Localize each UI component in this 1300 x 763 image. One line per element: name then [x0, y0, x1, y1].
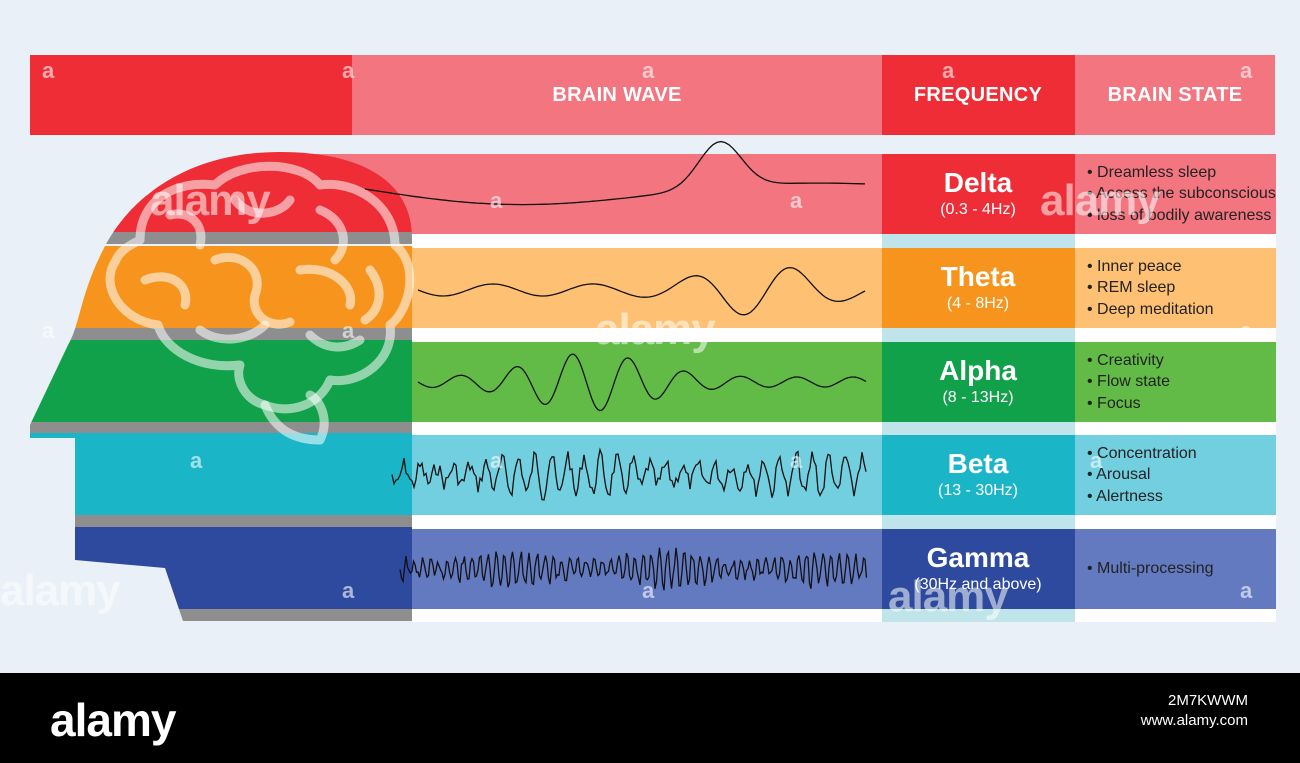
watermark-letter: a — [1240, 578, 1253, 603]
watermark-letter: a — [1090, 448, 1103, 473]
watermark-letter: a — [642, 58, 655, 83]
watermark-letter: a — [490, 188, 503, 213]
wave-name: Delta — [943, 167, 1013, 198]
infographic-artwork — [30, 55, 1276, 622]
brain-outline-icon — [105, 161, 415, 445]
state-bar-gamma — [1075, 529, 1276, 609]
watermark-letter: a — [342, 318, 355, 343]
state-bar-alpha — [1075, 342, 1276, 422]
frequency-gamma: Gamma (30Hz and above) — [882, 529, 1074, 609]
state-item: • loss of bodily awareness — [1087, 206, 1272, 224]
brain-state-alpha: • Creativity • Flow state • Focus — [1075, 342, 1275, 422]
state-bar-delta — [1075, 154, 1276, 234]
wave-trace-delta — [364, 140, 866, 206]
head-band-beta — [30, 433, 412, 515]
wave-name: Gamma — [926, 542, 1030, 573]
state-item: • Deep meditation — [1087, 300, 1214, 318]
header-brain-wave: BRAIN WAVE — [552, 83, 682, 106]
frequency-bar-alpha — [882, 342, 1075, 422]
state-bar-beta — [1075, 435, 1276, 515]
state-item: • Arousal — [1087, 466, 1151, 484]
wave-range: (4 - 8Hz) — [946, 295, 1010, 312]
wave-trace-gamma — [399, 547, 868, 591]
header-left-bar — [30, 55, 352, 135]
frequency-beta: Beta (13 - 30Hz) — [882, 435, 1074, 515]
state-item: • Multi-processing — [1087, 560, 1214, 578]
header-state-bar — [1075, 55, 1275, 135]
frequency-theta: Theta (4 - 8Hz) — [882, 248, 1074, 328]
watermark-letter: a — [490, 448, 503, 473]
state-item: • Focus — [1087, 394, 1141, 412]
watermark-letter: a — [342, 58, 355, 83]
watermark: alamy — [0, 566, 121, 615]
frequency-delta: Delta (0.3 - 4Hz) — [882, 154, 1074, 234]
brain-state-beta: • Concentration • Arousal • Alertness — [1075, 435, 1275, 515]
watermark-letter: a — [790, 448, 803, 473]
wave-trace-beta — [391, 447, 867, 501]
head-band-separator — [30, 422, 412, 434]
watermark-letter: a — [342, 578, 355, 603]
state-bar-theta — [1075, 248, 1276, 328]
wave-traces — [364, 140, 868, 591]
wave-range: (30Hz and above) — [914, 576, 1042, 593]
brain-state-gamma: • Multi-processing — [1075, 529, 1275, 609]
frequency-bar-delta — [882, 154, 1075, 234]
watermark: alamy — [1040, 176, 1161, 225]
wave-range: (0.3 - 4Hz) — [940, 201, 1016, 218]
wave-range: (13 - 30Hz) — [937, 482, 1019, 499]
wave-name: Theta — [940, 261, 1016, 292]
head-band-alpha — [30, 340, 412, 422]
watermark-letter: a — [1240, 58, 1253, 83]
site-url: www.alamy.com — [1140, 712, 1248, 729]
frequency-alpha: Alpha (8 - 13Hz) — [882, 342, 1074, 422]
wave-trace-theta — [417, 266, 866, 316]
frequency-bar-gamma — [882, 529, 1075, 609]
wave-trace-alpha — [417, 353, 867, 412]
watermark-letter: a — [42, 318, 55, 343]
header-frequency: FREQUENCY — [913, 83, 1043, 106]
watermark-letter: a — [790, 188, 803, 213]
watermark-letter: a — [1240, 318, 1253, 343]
image-id: 2M7KWWM — [1168, 692, 1248, 709]
watermark: alamy — [595, 305, 716, 354]
footer-bar: alamy 2M7KWWM www.alamy.com — [0, 673, 1300, 763]
brain-wave-infographic: BRAIN WAVE FREQUENCY BRAIN STATE Delta (… — [0, 55, 1276, 622]
wave-name: Beta — [947, 448, 1009, 479]
state-item: • Alertness — [1087, 487, 1163, 505]
watermark: alamy — [150, 176, 271, 225]
state-item: • Concentration — [1087, 444, 1197, 462]
wave-name: Alpha — [939, 355, 1017, 386]
head-band-separator — [30, 232, 412, 244]
watermark-letter: a — [42, 58, 55, 83]
state-item: • Access the subconscious — [1087, 185, 1276, 203]
frequency-bar-beta — [882, 435, 1075, 515]
brain-state-theta: • Inner peace • REM sleep • Deep meditat… — [1075, 248, 1275, 328]
header-brain-state: BRAIN STATE — [1107, 83, 1243, 106]
watermark-letter: a — [642, 578, 655, 603]
state-item: • Dreamless sleep — [1087, 163, 1217, 181]
head-band-separator — [30, 515, 412, 527]
watermark-letter: a — [942, 58, 955, 83]
state-item: • REM sleep — [1087, 279, 1176, 297]
watermark-letter: a — [190, 448, 203, 473]
state-item: • Flow state — [1087, 373, 1170, 391]
watermark: alamy — [888, 572, 1009, 621]
state-item: • Inner peace — [1087, 257, 1182, 275]
wave-range: (8 - 13Hz) — [942, 389, 1014, 406]
header-wave-bar — [352, 55, 882, 135]
footer-logo: alamy — [50, 694, 176, 746]
frequency-bar-theta — [882, 248, 1075, 328]
brain-state-delta: • Dreamless sleep • Access the subconsci… — [1075, 154, 1276, 234]
state-item: • Creativity — [1087, 351, 1164, 369]
header-frequency-bar — [882, 55, 1075, 135]
header-bars — [30, 55, 1275, 135]
